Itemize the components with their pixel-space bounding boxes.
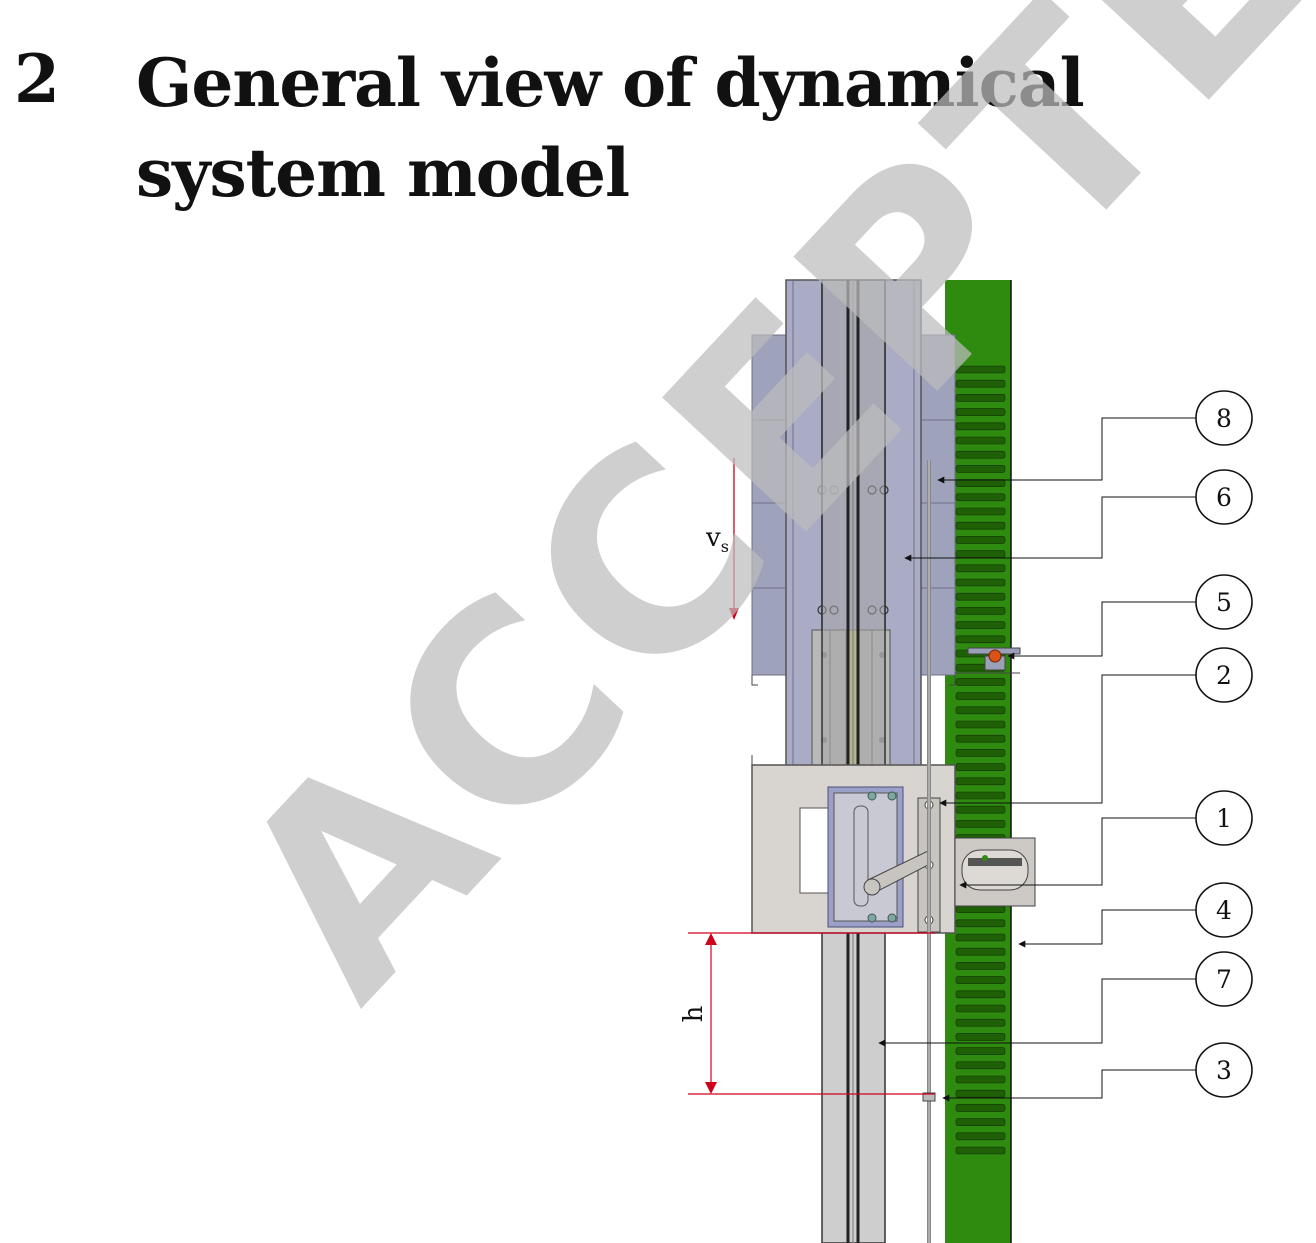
callout-circle — [1195, 390, 1253, 446]
callout-number: 2 — [1216, 661, 1232, 690]
callout-number: 8 — [1216, 404, 1232, 433]
rail-slot — [955, 507, 1006, 516]
rail-slot — [955, 1104, 1006, 1112]
rail-slot — [955, 564, 1006, 573]
guide-rail — [821, 279, 886, 1243]
callout-leader-line — [937, 417, 1196, 484]
callout-leader-line — [1018, 909, 1196, 948]
callout-number: 3 — [1216, 1056, 1232, 1085]
rail-slot — [955, 394, 1006, 402]
callout-leaders — [878, 417, 1196, 1102]
callout-number: 7 — [1216, 965, 1232, 994]
height-label: h — [679, 1005, 709, 1022]
rail-slot — [955, 479, 1006, 487]
rail-slot — [955, 678, 1006, 686]
rail-slot — [955, 521, 1006, 530]
rail-slot — [955, 450, 1006, 459]
velocity-label: vs — [705, 523, 729, 556]
rail-slot — [955, 706, 1006, 715]
callout-leader-line — [939, 674, 1196, 807]
rail-slot — [955, 379, 1006, 388]
callout-circle — [1195, 647, 1253, 703]
rail-slot — [955, 422, 1006, 431]
rail-slot — [955, 777, 1006, 786]
rail-slot — [955, 1132, 1006, 1141]
rail-slot — [955, 1018, 1006, 1027]
car-side-blocks — [751, 334, 956, 676]
callout-leader-line — [904, 496, 1196, 562]
rail-slot — [955, 820, 1006, 828]
rail-slot — [955, 1075, 1006, 1084]
rail-slot — [955, 1033, 1006, 1041]
rail-slot — [955, 465, 1006, 473]
callout-circle — [1195, 1042, 1253, 1098]
callout-leader-line — [1007, 601, 1196, 660]
rail-slot — [955, 1118, 1006, 1126]
height-dimension — [688, 932, 935, 1095]
rail-slot — [955, 436, 1006, 445]
rail-slot — [955, 1061, 1006, 1070]
rail-slot — [955, 720, 1006, 729]
rail-slot — [955, 805, 1006, 814]
callout-leader-line — [942, 1069, 1196, 1102]
rail-slot — [955, 990, 1006, 999]
rail-slot — [955, 493, 1006, 502]
rail-slot — [955, 578, 1006, 587]
rail-slot — [955, 1047, 1006, 1055]
callout-circle — [1195, 790, 1253, 846]
callout-circle — [1195, 574, 1253, 630]
rail-slot — [955, 976, 1006, 984]
callout-number: 4 — [1216, 896, 1232, 925]
rail-slot — [955, 365, 1006, 374]
callout-circle — [1195, 951, 1253, 1007]
section-number: 2 — [14, 40, 60, 118]
callout-number: 1 — [1216, 804, 1232, 833]
callout-bubbles: 8 6 5 2 1 4 7 3 — [1195, 390, 1253, 1098]
rail-slot — [955, 408, 1006, 416]
callout-number: 5 — [1216, 588, 1232, 617]
rail-slot — [955, 592, 1006, 601]
rail-slot — [955, 947, 1006, 956]
section-title: General view of dynamical system model — [136, 44, 1085, 212]
rail-slot — [955, 607, 1006, 615]
rail-slot — [955, 1089, 1006, 1098]
rail-slot — [955, 1146, 1006, 1155]
callout-leader-line — [959, 817, 1196, 889]
callout-circle — [1195, 469, 1253, 525]
rail-slot — [955, 635, 1006, 644]
callout-number: 6 — [1216, 483, 1232, 512]
rail-slot — [955, 905, 1006, 913]
rope-clip — [922, 1092, 936, 1102]
rail-slot — [955, 791, 1006, 800]
rail-slot — [955, 933, 1006, 942]
rail-slot — [955, 692, 1006, 700]
callout-circle — [1195, 882, 1253, 938]
trip-switch — [955, 647, 1021, 674]
rail-slot — [955, 763, 1006, 771]
rail-slot — [955, 621, 1006, 629]
callout-leader-line — [878, 978, 1196, 1047]
rail-slot — [955, 1004, 1006, 1013]
rail-slot — [955, 536, 1006, 544]
rail-slot — [955, 734, 1006, 743]
rail-slot — [955, 962, 1006, 970]
velocity-arrow — [729, 458, 739, 620]
rail-slot — [955, 749, 1006, 757]
rail-slot — [955, 919, 1006, 928]
rail-slot — [955, 550, 1006, 558]
